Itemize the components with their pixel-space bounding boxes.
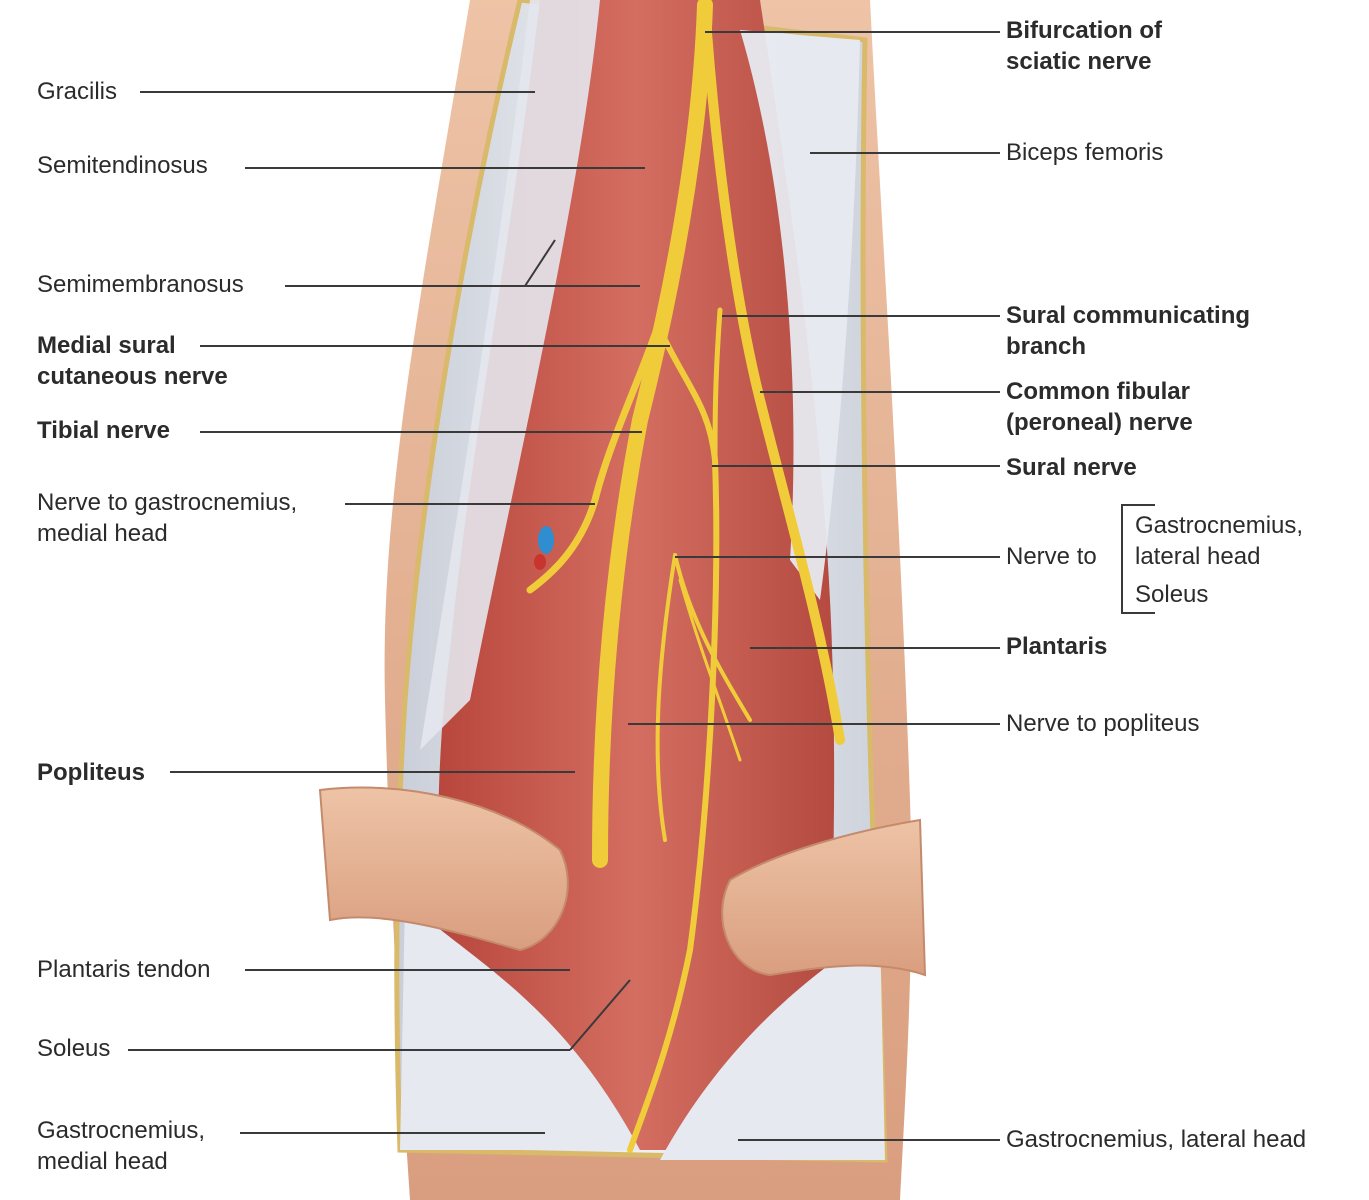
label-gastrocnemius-lateral-head-bracket: Gastrocnemius, lateral head xyxy=(1135,512,1304,570)
label-sural-communicating-branch: Sural communicating branch xyxy=(1006,302,1251,360)
retracted-flap-left xyxy=(318,786,569,952)
label-bifurcation-sciatic-nerve: Bifurcation of sciatic nerve xyxy=(1006,17,1162,75)
label-medial-sural-cutaneous-nerve: Medial sural cutaneous nerve xyxy=(37,332,228,390)
label-gastrocnemius-lateral-head: Gastrocnemius, lateral head xyxy=(1006,1126,1307,1153)
label-sural-nerve: Sural nerve xyxy=(1006,454,1137,481)
gastrocnemius-medial-head xyxy=(400,900,640,1150)
label-nerve-to-popliteus: Nerve to popliteus xyxy=(1006,710,1200,737)
label-semimembranosus: Semimembranosus xyxy=(37,271,244,298)
label-nerve-to: Nerve to xyxy=(1006,543,1097,570)
label-plantaris: Plantaris xyxy=(1006,633,1108,660)
label-soleus: Soleus xyxy=(37,1035,111,1062)
leader-lines xyxy=(128,31,1155,1141)
label-nerve-to-gastrocnemius-medial: Nerve to gastrocnemius, medial head xyxy=(37,489,298,547)
label-soleus-bracket: Soleus xyxy=(1135,581,1209,608)
nerve-branches xyxy=(526,0,845,1153)
retracted-flap-right xyxy=(721,818,927,977)
vessel-red xyxy=(534,554,546,570)
label-common-fibular-nerve: Common fibular (peroneal) nerve xyxy=(1006,378,1193,436)
medial-tendon-strips xyxy=(420,0,600,750)
label-popliteus: Popliteus xyxy=(37,759,146,786)
gastrocnemius-lateral-head xyxy=(660,930,885,1160)
label-gastrocnemius-medial-head: Gastrocnemius, medial head xyxy=(37,1117,206,1175)
label-plantaris-tendon: Plantaris tendon xyxy=(37,956,211,983)
label-semitendinosus: Semitendinosus xyxy=(37,152,208,179)
label-tibial-nerve: Tibial nerve xyxy=(37,417,170,444)
vessel-blue xyxy=(538,526,554,554)
label-biceps-femoris: Biceps femoris xyxy=(1006,139,1164,166)
label-gracilis: Gracilis xyxy=(37,78,118,105)
